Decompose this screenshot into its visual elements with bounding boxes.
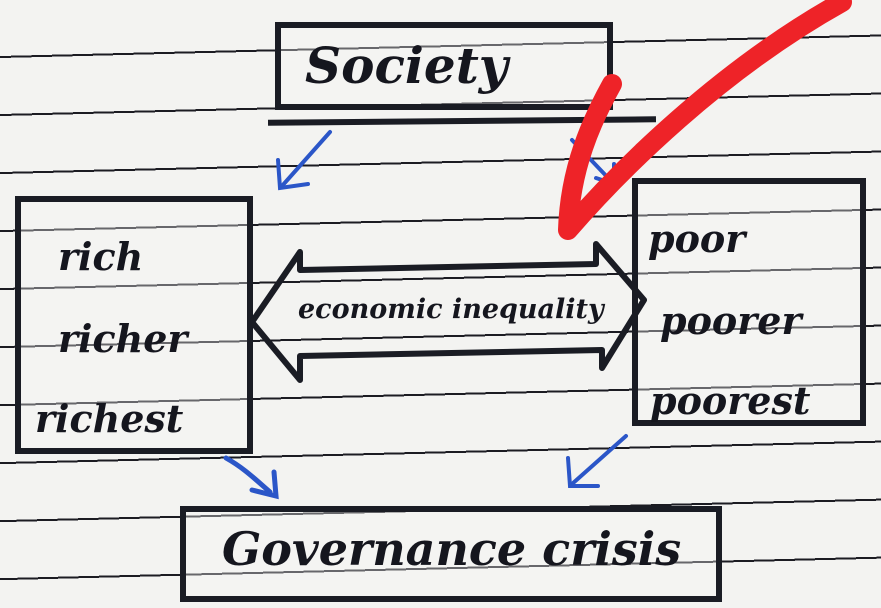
richer-label: richer [58,316,188,361]
governance-label: Governance crisis [222,522,682,576]
richest-label: richest [35,396,184,441]
poorest-label: poorest [650,378,811,423]
inequality-double-arrow [249,241,647,383]
check-mark-icon [558,0,852,240]
poor-box [632,178,866,426]
rich-box [15,196,253,454]
arrow-rich-to-governance [223,455,279,500]
economic-inequality-label: economic inequality [298,294,604,325]
arrow-society-to-rich [276,130,332,191]
poor-label: poor [648,216,746,261]
society-box [275,22,613,110]
society-label: Society [305,36,508,95]
governance-box [180,506,722,602]
poorer-label: poorer [660,298,802,343]
arrow-poor-to-governance [566,434,628,488]
rich-label: rich [58,234,144,279]
